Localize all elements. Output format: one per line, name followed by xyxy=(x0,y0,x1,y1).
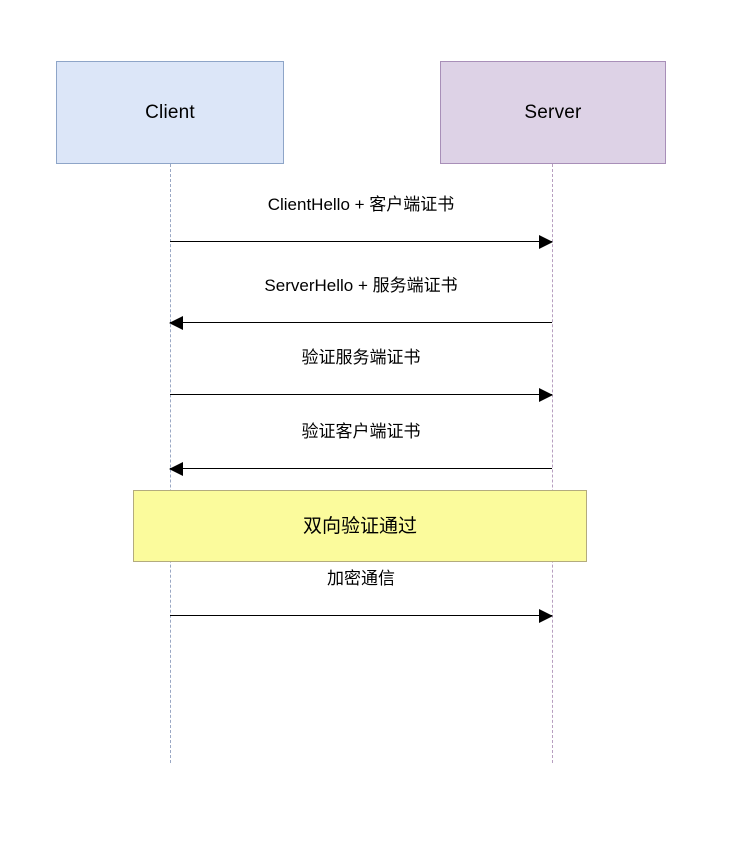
message-verify-client-cert[interactable]: 验证客户端证书 xyxy=(169,422,552,476)
note-mutual-auth-passed[interactable]: 双向验证通过 xyxy=(133,490,587,562)
message-label-3: 验证客户端证书 xyxy=(301,422,421,441)
message-verify-server-cert[interactable]: 验证服务端证书 xyxy=(170,348,553,402)
message-label-1: ServerHello + 服务端证书 xyxy=(264,276,458,295)
message-encrypted-communication[interactable]: 加密通信 xyxy=(170,569,553,623)
arrowhead-right-icon-2 xyxy=(539,387,553,402)
arrowhead-right-icon-0 xyxy=(539,234,553,249)
arrowhead-left-icon-1 xyxy=(169,315,183,330)
arrowhead-left-icon-3 xyxy=(169,461,183,476)
participant-label-server: Server xyxy=(524,102,582,123)
message-line-4 xyxy=(170,615,552,616)
message-clienthello[interactable]: ClientHello + 客户端证书 xyxy=(170,195,553,249)
message-label-4: 加密通信 xyxy=(327,569,395,588)
note-label-0: 双向验证通过 xyxy=(302,515,417,537)
message-serverhello[interactable]: ServerHello + 服务端证书 xyxy=(169,276,552,330)
message-label-2: 验证服务端证书 xyxy=(301,348,421,367)
message-line-2 xyxy=(170,394,552,395)
participant-label-client: Client xyxy=(145,102,195,123)
arrowhead-right-icon-4 xyxy=(539,608,553,623)
message-line-3 xyxy=(170,468,552,469)
participant-box-client[interactable]: Client xyxy=(56,61,284,164)
message-label-0: ClientHello + 客户端证书 xyxy=(267,195,455,214)
participant-box-server[interactable]: Server xyxy=(440,61,666,164)
lifeline-server xyxy=(552,164,553,763)
message-line-0 xyxy=(170,241,552,242)
message-line-1 xyxy=(170,322,552,323)
